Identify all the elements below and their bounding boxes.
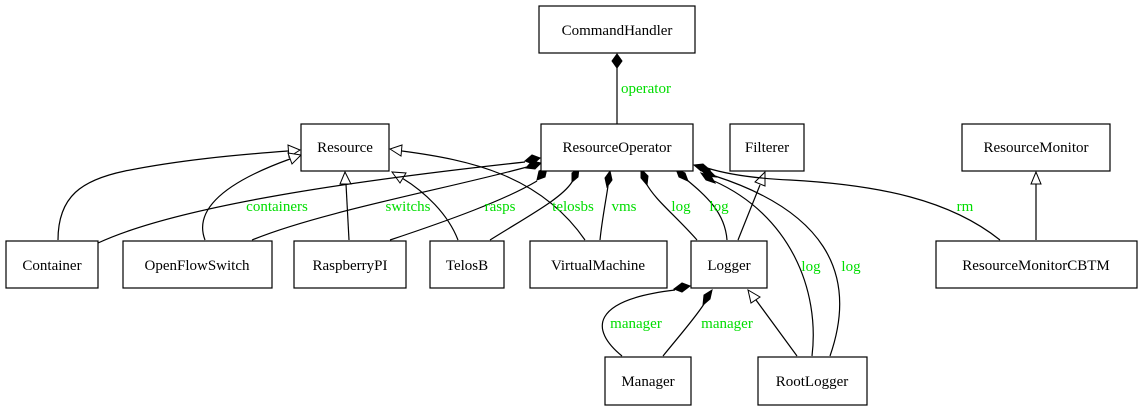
- node-filterer-label: Filterer: [745, 140, 789, 156]
- edge-vms: [599, 169, 613, 241]
- edge-openflowswitch-inherits-resource: [202, 152, 303, 241]
- node-openflowswitch[interactable]: OpenFlowSwitch: [122, 240, 273, 289]
- label-telosbs: telosbs: [552, 199, 594, 215]
- node-resourcemonitorcbtm-label: ResourceMonitorCBTM: [962, 258, 1110, 274]
- edge-operator: [611, 53, 623, 124]
- node-manager-label: Manager: [621, 374, 674, 390]
- edge-resourcemonitorcbtm-inherits-resourcemonitor: [1030, 170, 1042, 240]
- label-switchs: switchs: [386, 199, 431, 215]
- edge-container-inherits-resource: [57, 144, 302, 241]
- node-commandhandler[interactable]: CommandHandler: [538, 5, 696, 54]
- label-log-rootlogger-2: log: [841, 259, 861, 275]
- label-rm: rm: [957, 199, 974, 215]
- label-containers: containers: [246, 199, 308, 215]
- edge-log-rootlogger-2: [698, 168, 841, 357]
- node-resource[interactable]: Resource: [300, 123, 390, 172]
- node-raspberrypi[interactable]: RaspberryPI: [293, 240, 407, 289]
- label-log-rootlogger-1: log: [801, 259, 821, 275]
- node-raspberrypi-label: RaspberryPI: [313, 258, 388, 274]
- edge-manager-2: [662, 288, 713, 357]
- edge-switchs: [251, 160, 542, 241]
- node-commandhandler-label: CommandHandler: [562, 23, 673, 39]
- label-manager-1: manager: [610, 316, 662, 332]
- node-telosb[interactable]: TelosB: [429, 240, 505, 289]
- node-telosb-label: TelosB: [446, 258, 488, 274]
- node-resourcemonitor-label: ResourceMonitor: [984, 140, 1089, 156]
- edge-log-logger-2: [675, 168, 728, 241]
- edge-logger-inherits-filterer: [737, 170, 766, 241]
- label-vms: vms: [611, 199, 636, 215]
- edge-manager-1: [601, 282, 692, 357]
- edge-rm: [692, 163, 1001, 241]
- label-manager-2: manager: [701, 316, 753, 332]
- node-openflowswitch-label: OpenFlowSwitch: [145, 258, 251, 274]
- node-resourcemonitor[interactable]: ResourceMonitor: [961, 123, 1111, 172]
- node-resourcemonitorcbtm[interactable]: ResourceMonitorCBTM: [935, 240, 1138, 289]
- label-operator: operator: [621, 81, 671, 97]
- label-log-logger-2: log: [709, 199, 729, 215]
- label-log-logger-1: log: [671, 199, 691, 215]
- node-manager[interactable]: Manager: [604, 356, 692, 406]
- node-rootlogger-label: RootLogger: [776, 374, 849, 390]
- node-logger-label: Logger: [707, 258, 750, 274]
- node-resource-label: Resource: [317, 140, 373, 156]
- edge-raspberrypi-inherits-resource: [339, 170, 352, 241]
- node-container-label: Container: [22, 258, 81, 274]
- node-container[interactable]: Container: [5, 240, 99, 289]
- node-filterer[interactable]: Filterer: [729, 123, 805, 172]
- edge-log-logger-1: [640, 167, 698, 241]
- node-virtualmachine[interactable]: VirtualMachine: [529, 240, 668, 289]
- node-resourceoperator[interactable]: ResourceOperator: [540, 123, 694, 172]
- edge-virtualmachine-inherits-resource: [388, 144, 586, 241]
- node-logger[interactable]: Logger: [690, 240, 768, 289]
- edge-rootlogger-inherits-logger: [747, 288, 798, 357]
- node-virtualmachine-label: VirtualMachine: [551, 258, 645, 274]
- node-resourceoperator-label: ResourceOperator: [562, 140, 671, 156]
- label-rasps: rasps: [485, 199, 516, 215]
- node-rootlogger[interactable]: RootLogger: [757, 356, 868, 406]
